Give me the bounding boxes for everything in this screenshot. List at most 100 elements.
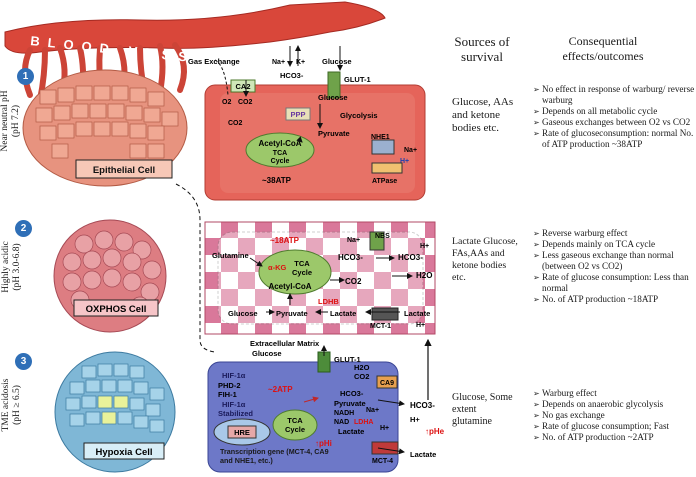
na-label-3: Na+	[366, 407, 379, 414]
akg-label: α-KG	[268, 263, 287, 272]
acetyl-coa-label: Acetyl-CoA	[258, 139, 301, 148]
glucose-top-label-3: Glucose	[252, 349, 282, 358]
effects-list-1: No effect in response of warburg/ revers…	[533, 84, 695, 150]
na-r-label: Na+	[404, 147, 417, 154]
cycle-label-3: Cycle	[285, 425, 305, 434]
cell-label-2: OXPHOS Cell	[86, 304, 147, 315]
co2-a-label: CO2	[238, 99, 253, 106]
hco3-label-3: HCO3-	[340, 389, 364, 398]
k-label: K+	[296, 59, 305, 66]
atp-label-3: ~2ATP	[268, 385, 293, 394]
nhe1-label: NHE1	[371, 134, 390, 141]
lactate-r-label: Lactate	[404, 309, 430, 318]
mct4-label: MCT-4	[372, 458, 393, 465]
h-label-3: H+	[380, 425, 389, 432]
sources-3: Glucose, Some extent glutamine	[452, 392, 513, 427]
effects-list-3: Warburg effectDepends on anaerobic glyco…	[533, 388, 695, 443]
panel1-metabolism: CA2 GLUT-1 Gas Exchange Na+ K+ HCO3- Glu…	[188, 45, 426, 201]
glucose-label-2: Glucose	[228, 309, 258, 318]
ppp-label: PPP	[290, 110, 305, 119]
panel2-metabolism: ~18ATP Glutamine Na+ NBS HCO3- HCO3- H+ …	[204, 221, 436, 348]
atp-label-2: ~18ATP	[270, 236, 300, 245]
hypoxia-cell: Hypoxia Cell	[54, 351, 176, 473]
ca9-label: CA9	[380, 380, 394, 387]
hco3-out-label: HCO3-	[410, 401, 435, 410]
lactate-out-label: Lactate	[410, 450, 436, 459]
panel-badge-3: 3	[15, 353, 32, 370]
co2-label-3: CO2	[354, 372, 369, 381]
phe-label: ↑pHe	[425, 427, 445, 436]
hif1-label: HIF-1α	[222, 371, 246, 380]
lactate-label-3: Lactate	[338, 427, 364, 436]
co2-label-2: CO2	[345, 277, 362, 286]
h-out-label: H+	[410, 415, 420, 424]
glucose-top-label: Glucose	[322, 57, 352, 66]
nadh-label: NADH	[334, 410, 354, 417]
h2o-label-2: H2O	[416, 271, 432, 280]
hco3-a-label: HCO3-	[338, 253, 363, 262]
cycle-label-2: Cycle	[292, 268, 312, 277]
side-label-1: Near neutral pH (pH 7.2)	[0, 90, 21, 152]
ca2-label: CA2	[235, 82, 250, 91]
h-b-label: H+	[416, 322, 425, 329]
glycolysis-label: Glycolysis	[340, 111, 378, 120]
pyruvate-label-2: Pyruvate	[276, 309, 308, 318]
tca-label: TCA	[273, 150, 287, 157]
glut1-label: GLUT-1	[344, 75, 371, 84]
effect-item: No gas exchange	[533, 410, 695, 421]
atpase-label: ATPase	[372, 178, 397, 185]
glut1-label-3: GLUT-1	[334, 355, 361, 364]
h-label-2: H+	[420, 243, 429, 250]
effects-list-2: Reverse warburg effectDepends mainly on …	[533, 228, 695, 305]
transcription-gene-label: Transcription gene (MCT-4, CA9 and NHE1,…	[220, 447, 329, 465]
ldhb-label: LDHB	[318, 297, 339, 306]
nbs-label: NBS	[375, 233, 390, 240]
phd-label: PHD-2	[218, 381, 241, 390]
oxphos-cell: OXPHOS Cell	[53, 219, 167, 333]
sources-1: Glucose, AAs and ketone bodies etc.	[452, 96, 514, 134]
o2-label: O2	[222, 99, 231, 106]
epithelial-cell: Epithelial Cell	[22, 69, 188, 187]
effect-item: Depends on anaerobic glycolysis	[533, 399, 695, 410]
co2-b-label: CO2	[228, 120, 243, 127]
hco3-label: HCO3-	[280, 71, 304, 80]
gas-exchange-label: Gas Exchange	[188, 57, 240, 66]
acetyl-label-2: Acetyl-CoA	[268, 282, 311, 291]
panel-badge-1: 1	[17, 68, 34, 85]
sources-2: Lactate Glucose, FAs,AAs and ketone bodi…	[452, 236, 518, 283]
effect-item: No. of ATP production ~18ATP	[533, 294, 695, 305]
ecm-label: Extracellular Matrix	[250, 339, 320, 348]
hif2-label: HIF-1α	[222, 400, 246, 409]
tca-label-2: TCA	[294, 259, 310, 268]
phi-label: ↑pHi	[315, 439, 332, 448]
side-label-2: Highly acidic (pH 3.0-6.8)	[1, 241, 22, 293]
nad-label: NAD	[334, 419, 349, 426]
hco3-b-label: HCO3-	[398, 253, 423, 262]
h2o-label-3: H2O	[354, 363, 370, 372]
effect-item: Depends mainly on TCA cycle	[533, 239, 695, 250]
lactate-label-2: Lactate	[330, 309, 356, 318]
cycle-label: Cycle	[271, 158, 290, 165]
connector-line	[175, 183, 216, 353]
na-label: Na+	[272, 59, 285, 66]
effect-item: Rate of glucoseconsumption: normal No. o…	[533, 128, 695, 150]
cell-label-1: Epithelial Cell	[93, 165, 155, 176]
hre-label: HRE	[234, 428, 250, 437]
effect-item: Rate of glucose consumption: Less than n…	[533, 272, 695, 294]
glutamine-label: Glutamine	[212, 251, 249, 260]
ldha-label: LDHA	[354, 419, 373, 426]
effect-item: Reverse warburg effect	[533, 228, 695, 239]
glucose-label: Glucose	[318, 93, 348, 102]
header-sources: Sources of survival	[454, 34, 510, 64]
fih-label: FIH-1	[218, 390, 237, 399]
stabilized-label: Stabilized	[218, 409, 253, 418]
mct1-label: MCT-1	[370, 323, 391, 330]
na-label-2: Na+	[347, 237, 360, 244]
effect-item: Less gaseous exchange than normal (betwe…	[533, 250, 695, 272]
side-label-3: TME acidosis (pH ≥ 6.5)	[1, 378, 22, 432]
atp-label-1: ~38ATP	[262, 176, 292, 185]
pyruvate-label: Pyruvate	[318, 129, 350, 138]
effect-item: Rate of glucose consumption; Fast	[533, 421, 695, 432]
pyruvate-label-3: Pyruvate	[334, 399, 366, 408]
